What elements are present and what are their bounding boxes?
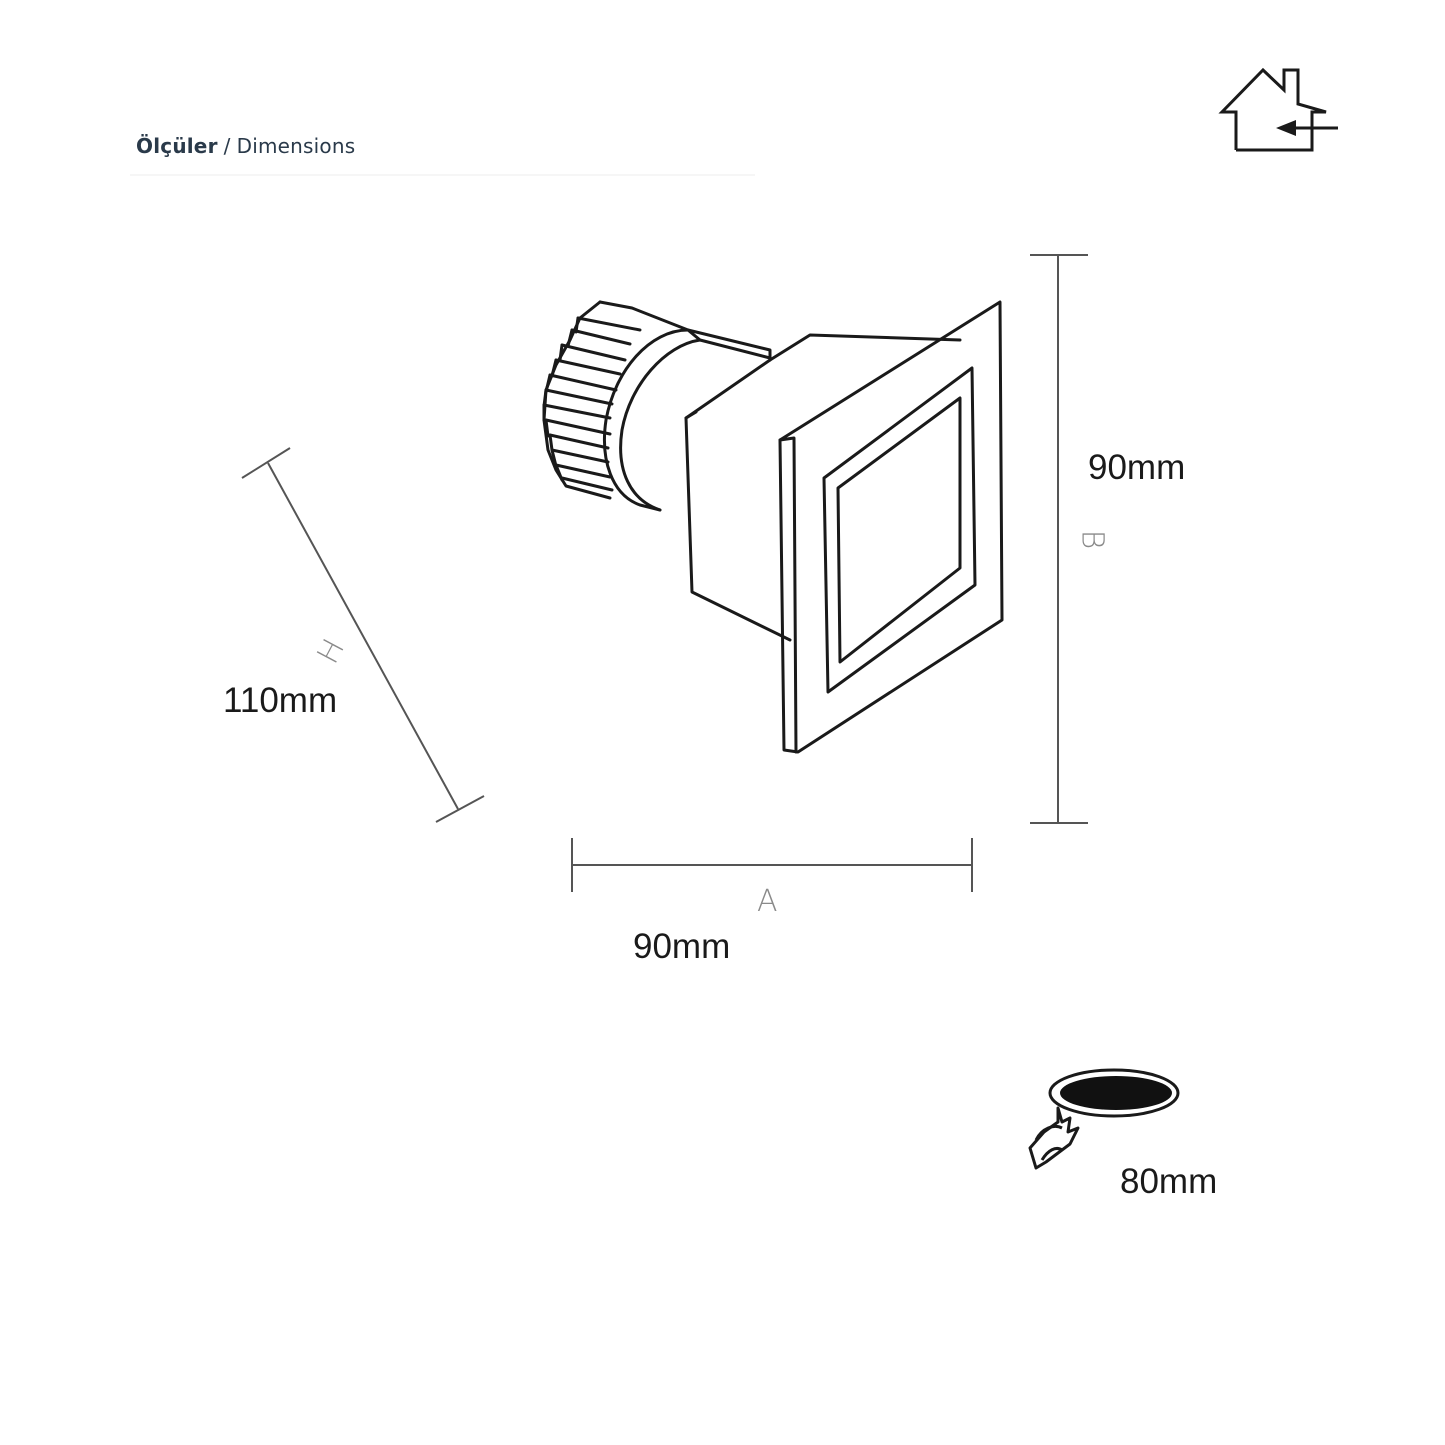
width-value: 90mm [633,927,731,966]
heat-sink [542,300,702,500]
page-title: Ölçüler/Dimensions [136,134,355,158]
indoor-house-icon [1218,67,1338,152]
height-value: 110mm [223,681,338,720]
height-dimension-line [267,462,459,810]
title-english: Dimensions [236,134,356,158]
title-turkish: Ölçüler [136,134,218,158]
dimension-lines [241,254,1088,892]
depth-value: 90mm [1088,448,1186,487]
driver-box [684,333,962,642]
ceiling-cutout-icon [1028,1068,1180,1170]
title-separator: / [223,134,231,158]
width-letter: A [757,884,778,919]
depth-letter: B [1074,529,1110,550]
luminaire-drawing [542,300,1004,754]
cutout-value: 80mm [1120,1162,1218,1201]
front-plate [778,300,1004,754]
